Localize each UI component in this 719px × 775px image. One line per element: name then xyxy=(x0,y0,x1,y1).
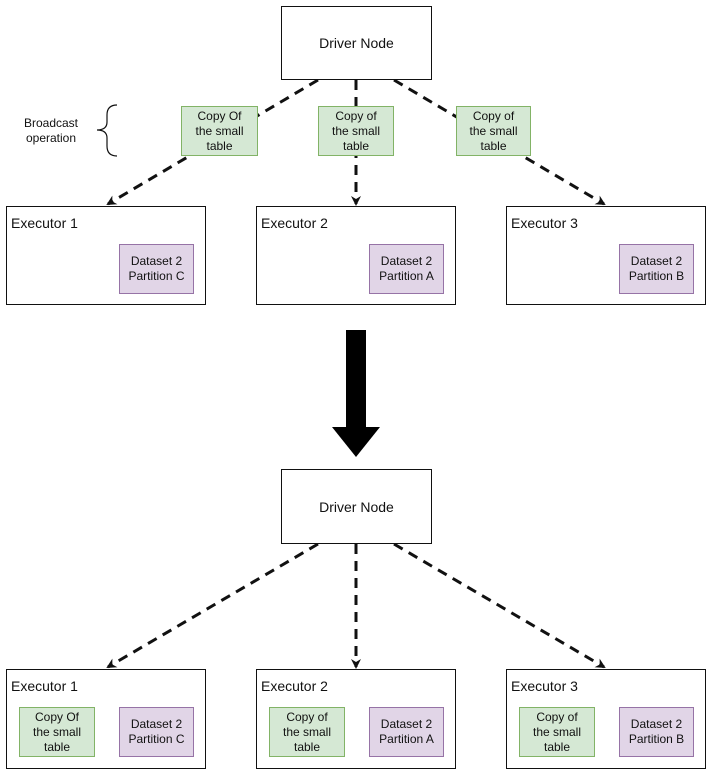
executor-3-bottom: Executor 3 Copy of the small table Datas… xyxy=(506,669,706,769)
broadcast-copy-2: Copy of the small table xyxy=(318,106,394,156)
executor-2-top: Executor 2 Dataset 2 Partition A xyxy=(256,206,456,305)
partition-box: Dataset 2 Partition C xyxy=(119,244,194,294)
result-arrow-1 xyxy=(106,542,319,669)
executor-title: Executor 1 xyxy=(11,215,78,231)
partition-box: Dataset 2 Partition C xyxy=(119,707,194,757)
result-arrow-3 xyxy=(393,542,606,669)
driver-node-label: Driver Node xyxy=(319,35,394,51)
executor-2-bottom: Executor 2 Copy of the small table Datas… xyxy=(256,669,456,769)
partition-box: Dataset 2 Partition A xyxy=(369,244,444,294)
driver-node-bottom: Driver Node xyxy=(281,469,432,544)
transition-arrow xyxy=(332,330,380,457)
executor-title: Executor 1 xyxy=(11,678,78,694)
driver-node-top: Driver Node xyxy=(281,6,432,80)
executor-title: Executor 3 xyxy=(511,678,578,694)
copy-box: Copy of the small table xyxy=(269,707,345,757)
broadcast-brace xyxy=(96,104,118,157)
broadcast-operation-label: Broadcast operation xyxy=(23,116,79,145)
executor-1-top: Executor 1 Dataset 2 Partition C xyxy=(6,206,206,305)
executor-title: Executor 2 xyxy=(261,215,328,231)
executor-3-top: Executor 3 Dataset 2 Partition B xyxy=(506,206,706,305)
partition-box: Dataset 2 Partition B xyxy=(619,707,694,757)
broadcast-copy-3: Copy of the small table xyxy=(456,106,531,156)
partition-box: Dataset 2 Partition B xyxy=(619,244,694,294)
driver-node-label: Driver Node xyxy=(319,498,394,515)
copy-box: Copy Of the small table xyxy=(19,707,95,757)
executor-1-bottom: Executor 1 Copy Of the small table Datas… xyxy=(6,669,206,769)
broadcast-copy-1: Copy Of the small table xyxy=(181,106,258,156)
partition-box: Dataset 2 Partition A xyxy=(369,707,444,757)
copy-box: Copy of the small table xyxy=(519,707,595,757)
executor-title: Executor 2 xyxy=(261,678,328,694)
executor-title: Executor 3 xyxy=(511,215,578,231)
